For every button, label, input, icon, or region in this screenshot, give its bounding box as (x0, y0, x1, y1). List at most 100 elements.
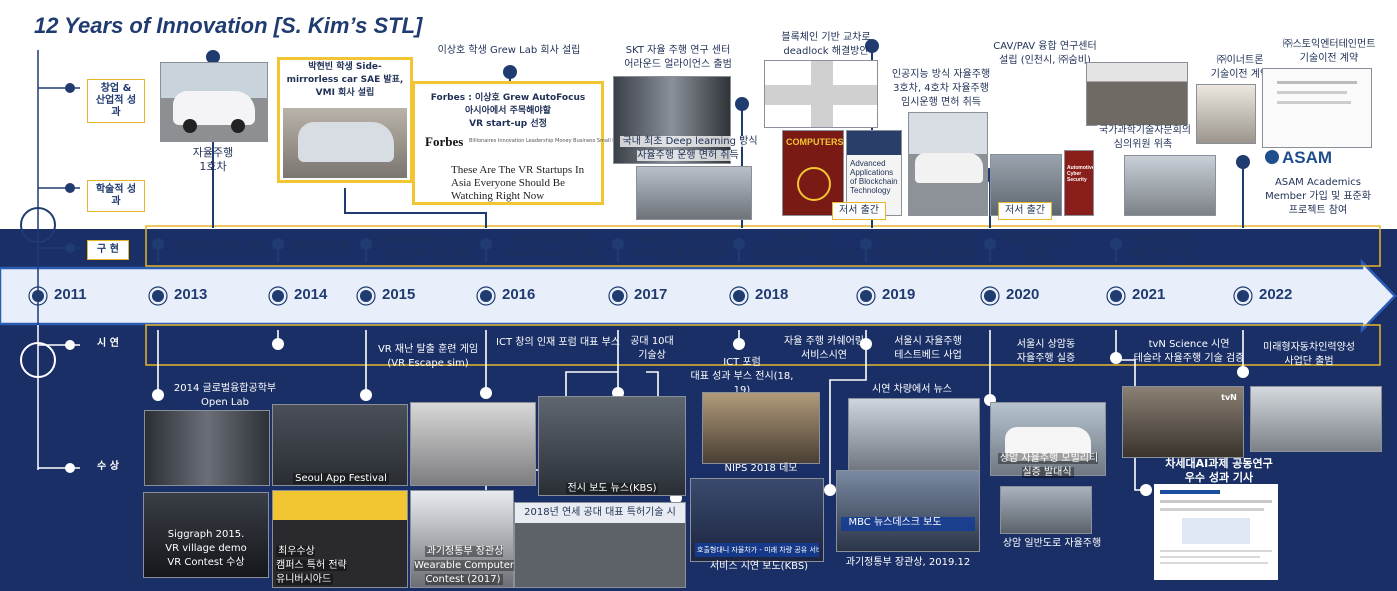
impl-2019: 자율주행 3호차 구현 및 서울 자율주행 사업 참여 (875, 234, 977, 259)
year-2021: 2021 (1132, 286, 1166, 303)
award-nips-label: NIPS 2018 데모 (724, 463, 798, 474)
impl-2018: 블록체인 작용 지능형 자동차 신뢰 기술 (753, 234, 855, 259)
book-blockchain: Advanced Applications of Blockchain Tech… (846, 130, 902, 216)
forbes-headline: Forbes : 이상호 Grew AutoFocus 아시아에서 주목해야할 … (430, 93, 586, 129)
category-demo: 시 연 (97, 338, 119, 349)
top-stoic-label: ㈜스토익엔터테인먼트 기술이전 계약 (1282, 39, 1376, 64)
photo-sangam-road (1000, 486, 1092, 534)
category-academic: 학술적 성과 (87, 180, 145, 212)
photo-tvn-science: tvN (1122, 386, 1244, 458)
demo-tvn-tesla: tvN Science 시연 테슬라 자율주행 기술 검증 (1133, 339, 1245, 364)
photo-nips-demo (702, 392, 820, 464)
impl-2020: 자율주행 4호차 구현 (1003, 234, 1069, 259)
year-2020: 2020 (1006, 286, 1040, 303)
demo-seoul-testbed: 서울시 자율주행 테스트베드 사업 (894, 336, 962, 361)
photo-in-car-news (848, 398, 980, 472)
year-2015: 2015 (382, 286, 416, 303)
photo-kbs-exhibition-news (538, 396, 686, 496)
top-license-label: 인공지능 방식 자율주행 3호차, 4호차 자율주행 임시운행 면허 취득 (891, 69, 991, 108)
year-2011: 2011 (54, 286, 87, 303)
forbes-article-title: These Are The VR Startups In Asia Everyo… (451, 164, 585, 202)
award-sangam-road-label: 상암 일반도로 자율주행 (1002, 538, 1102, 549)
document-contract (1262, 68, 1372, 148)
photo-kbs-service-news: 호출형대니 자율차가 - 미래 차량 공유 서비스 (690, 478, 824, 562)
forbes-menu: Billionaires Innovation Leadership Money… (469, 138, 635, 144)
award-wearable-label: 과기정통부 장관상 Wearable Computer Contest (201… (414, 546, 514, 585)
award-sangam-ceremony-label: 상암 자율주행 모빌리티 실증 발대식 (997, 453, 1099, 478)
top-grewlab-label: 이상호 학생 Grew Lab 회사 설립 (437, 45, 581, 56)
book-automotive-security: Automotive Cyber Security (1064, 150, 1094, 216)
impl-2013: 자율주행 1호차 구현 (175, 241, 263, 252)
year-2013: 2013 (174, 286, 208, 303)
award-openlab-label: 2014 글로벌융합공학부 Open Lab (173, 383, 277, 408)
award-seoul-app-label: Seoul App Festival (293, 473, 389, 484)
demo-carsharing: 자율 주행 카쉐어링 서비스시연 (784, 336, 864, 361)
year-2022: 2022 (1259, 286, 1293, 303)
year-2018: 2018 (755, 286, 789, 303)
book-published-tag-2: 저서 출간 (998, 202, 1052, 220)
photo-wearable-contest (410, 490, 514, 588)
photo-committee (1086, 62, 1188, 126)
demo-vr-escape: VR 재난 탈출 훈련 게임 (VR Escape sim) (377, 344, 479, 369)
award-minister-2019-label: 과기정통부 장관상, 2019.12 (845, 557, 971, 568)
award-mbc-label: MBC 뉴스데스크 보도 (848, 517, 942, 528)
document-ai-article (1154, 484, 1278, 580)
photo-vr-escape (410, 402, 536, 486)
photo-patent-tech (514, 502, 686, 588)
award-siggraph-label: Siggraph 2015. VR village demo VR Contes… (165, 529, 247, 568)
demo-ict-forum-exhibit: ICT 포럼 대표 성과 부스 전시(18, 19) (690, 357, 794, 396)
photo-mbc-news (836, 470, 980, 552)
impl-2014: VR 연구 시작 (292, 241, 350, 252)
diagram-intersection (764, 60, 878, 128)
award-kbs-service-label: 서비스 시연 보도(KBS) (709, 561, 809, 572)
award-ai-research-label: 차세대AI과제 공동연구 우수 성과 기사 (1165, 457, 1273, 484)
top-deeplearning-label: 국내 최초 Deep learning 방식 자율주행 운행 면허 취득 (620, 136, 758, 161)
asam-icon (1265, 150, 1279, 164)
top-sidemirrorless-label: 박현빈 학생 Side- mirrorless car SAE 발표, VMI … (286, 62, 404, 98)
book-computers: COMPUTERS (782, 130, 844, 216)
photo-contract-signing (1196, 84, 1256, 144)
impl-2021: 시뮬레이터 내 자율 주행 구현 (1129, 234, 1191, 259)
photo-siggraph (143, 492, 269, 578)
forbes-logo: Forbes (425, 134, 464, 149)
photo-seoul-app-festival (272, 404, 408, 486)
award-in-car-news-label: 시연 차량에서 뉴스 (872, 384, 952, 395)
photo-car-1 (160, 62, 268, 142)
top-car-1-label: 자율주행 1호차 (192, 146, 234, 173)
demo-future-car: 미래형자동차인력양성 사업단 출범 (1263, 342, 1355, 367)
demo-ict-forum-booth: ICT 창의 인재 포럼 대표 부스 (496, 337, 620, 348)
page-title: 12 Years of Innovation [S. Kim’s STL] (34, 13, 423, 38)
photo-street-sim (1124, 155, 1216, 216)
year-2016: 2016 (502, 286, 536, 303)
top-innertron-label: ㈜이너트론 기술이전 계약 (1210, 55, 1270, 80)
demo-top10-tech: 공대 10대 기술상 (630, 336, 674, 361)
book-published-tag-1: 저서 출간 (832, 202, 886, 220)
top-skt-label: SKT 자율 주행 연구 센터 어라운드 얼라이언스 출범 (624, 45, 732, 70)
top-blockchain-deadlock-label: 블록체인 기반 교차로 deadlock 해결방안 (781, 32, 871, 57)
year-2017: 2017 (634, 286, 668, 303)
category-implementation: 구 현 (87, 240, 129, 260)
impl-2016: VR 어지럼증 해소 Autofocus 기술 개발 (505, 234, 599, 259)
top-cav-label: CAV/PAV 융합 연구센터 설립 (인천시, ㈜숨비) (993, 41, 1097, 66)
category-startup: 창업 & 산업적 성과 (87, 79, 145, 123)
photo-openlab (144, 410, 270, 486)
photo-sangam-ceremony (990, 402, 1106, 476)
photo-car-2 (636, 166, 752, 220)
impl-2015: Sidemirrorless car 개발, VMI 회사 설립 (381, 234, 473, 259)
top-asam-label: ASAM Academics Member 가입 및 표준화 프로젝트 참여 (1265, 177, 1371, 216)
demo-sangam: 서울시 상암동 자율주행 실증 (1016, 339, 1076, 364)
forbes-article: Forbes : 이상호 Grew AutoFocus 아시아에서 주목해야할 … (412, 81, 634, 205)
photo-future-car-launch (1250, 386, 1382, 452)
category-award: 수 상 (97, 461, 119, 472)
award-patent-label: 최우수상 캠퍼스 특허 전략 유니버시아드 (276, 546, 347, 585)
impl-2017: 자율주행 2호차 구현 SK 자율주행 연구 센터 (631, 234, 729, 259)
top-committee-label: 국가과학기술자문회의 심의위원 위촉 (1097, 125, 1191, 150)
photo-sidemirrorless-car (277, 57, 413, 183)
asam-logo: ASAM (1265, 148, 1332, 168)
photo-patent-award (272, 490, 408, 588)
award-kbs-news-label: 전시 보도 뉴스(KBS) (565, 483, 659, 494)
year-2014: 2014 (294, 286, 328, 303)
award-patent-tech-label: 2018년 연세 공대 대표 특허기술 시 (524, 507, 676, 518)
year-2019: 2019 (882, 286, 916, 303)
photo-car-3 (908, 112, 988, 216)
